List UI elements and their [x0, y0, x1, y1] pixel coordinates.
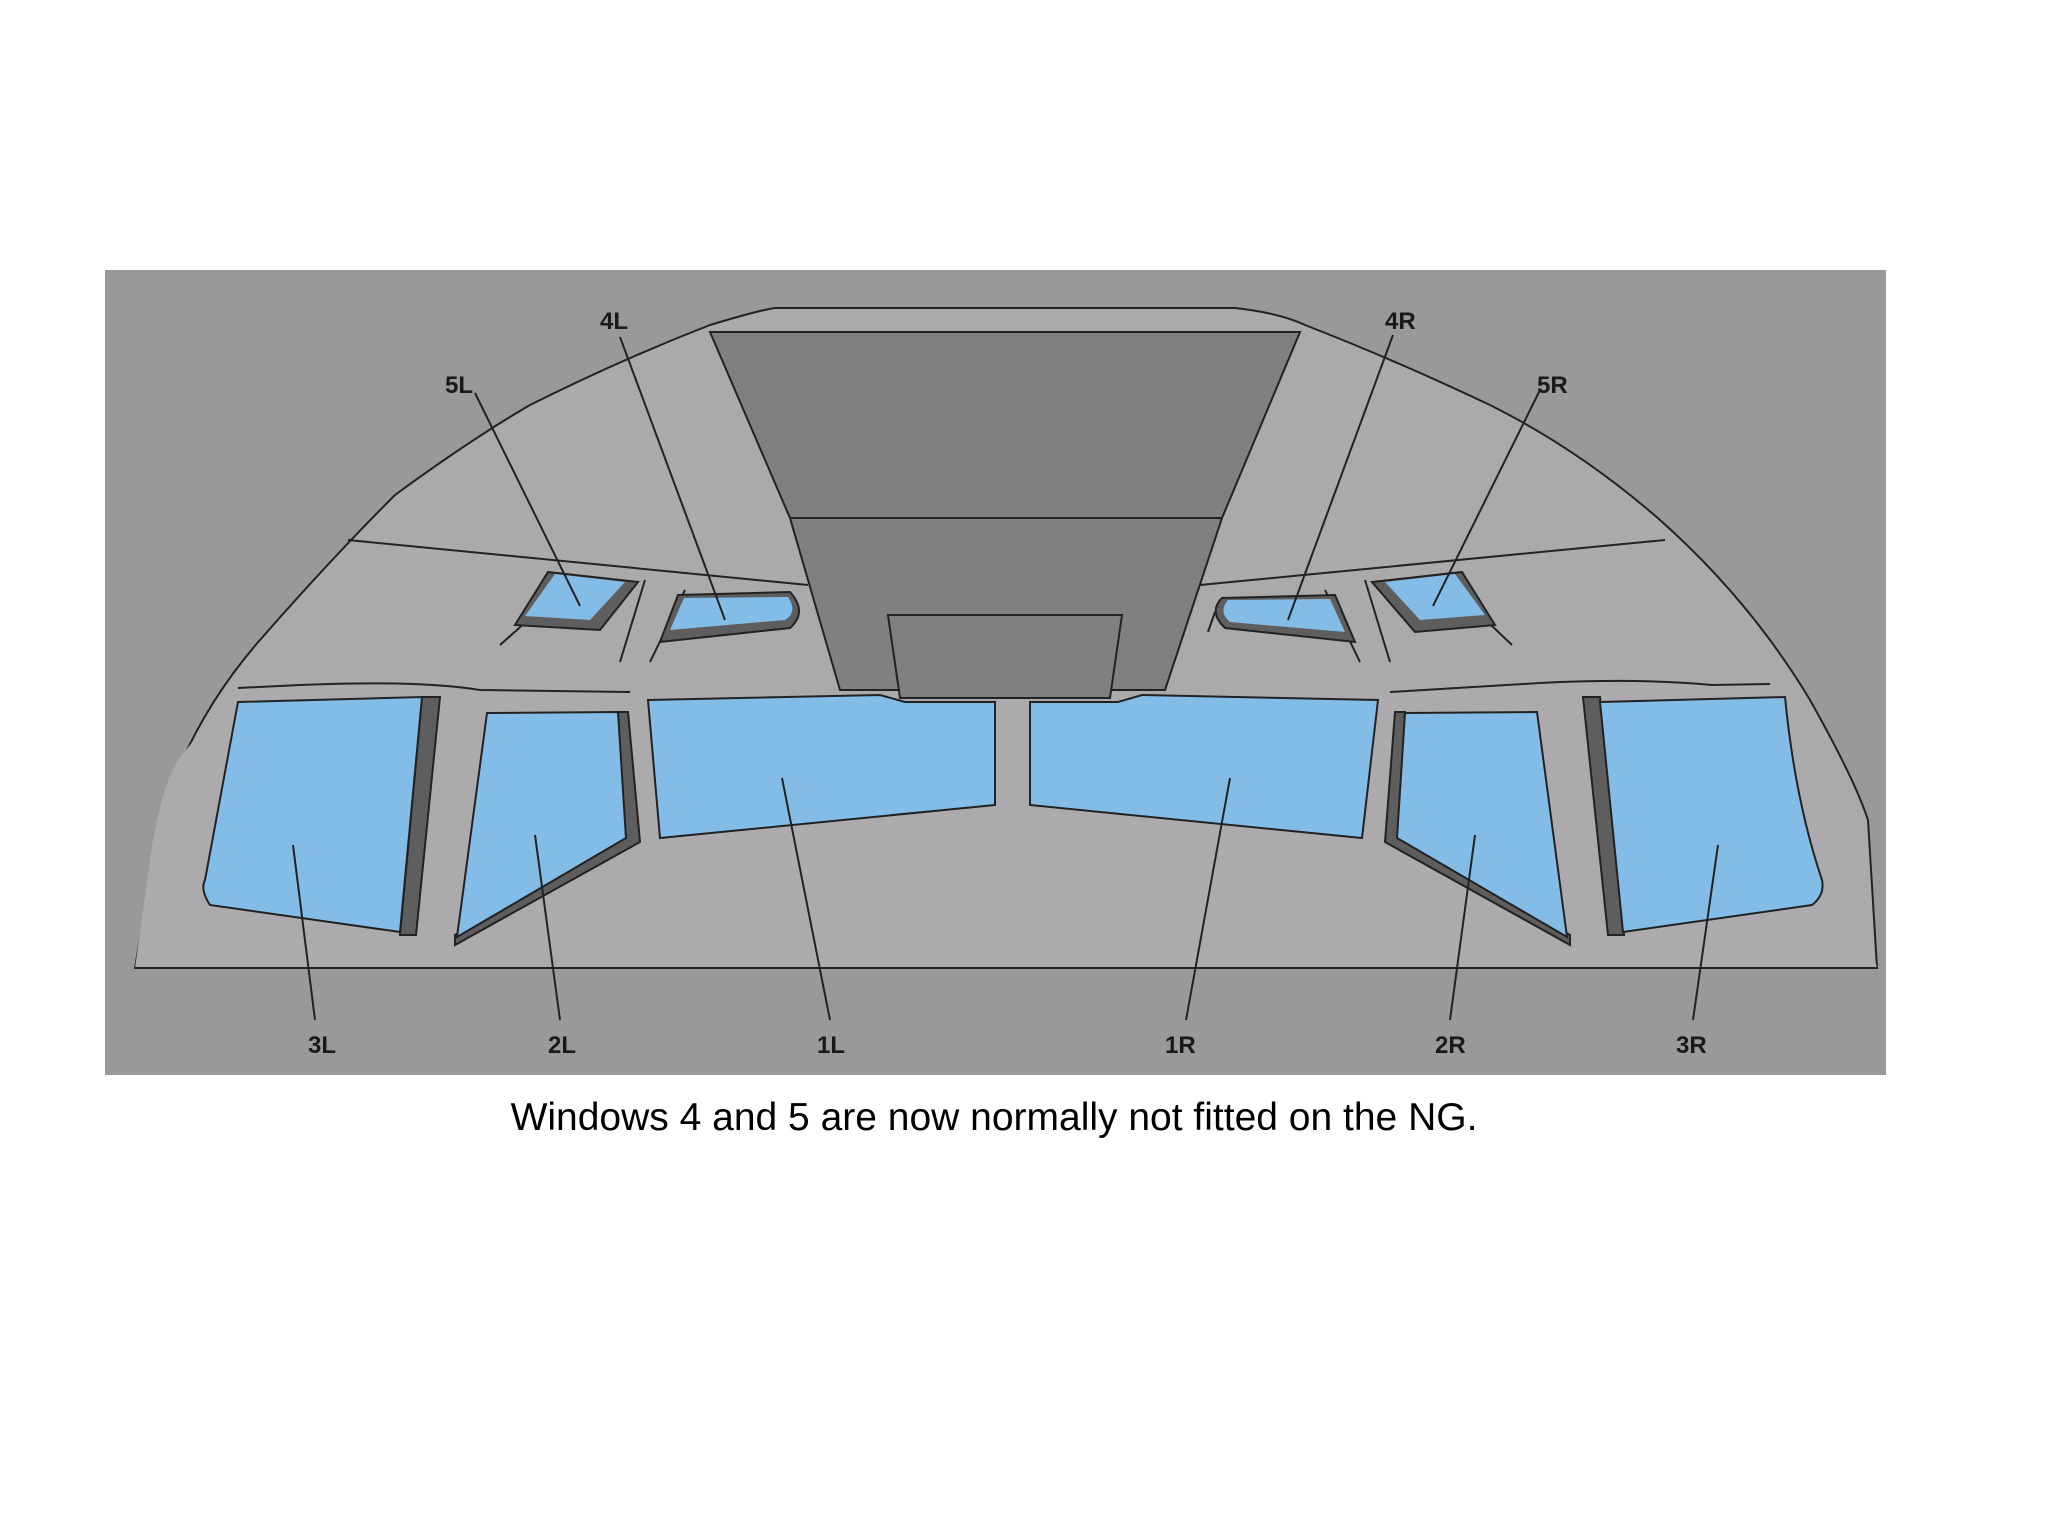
window-5R-glass — [1385, 574, 1485, 620]
label-3L: 3L — [308, 1032, 336, 1059]
frame-line — [1207, 611, 1216, 633]
caption-text: Windows 4 and 5 are now normally not fit… — [510, 1096, 1478, 1139]
frame-line — [1364, 579, 1391, 663]
overhead-box — [886, 614, 1124, 699]
label-4L: 4L — [600, 308, 628, 335]
label-2L: 2L — [548, 1032, 576, 1059]
leader-line-1L — [781, 777, 831, 1021]
window-4R-glass — [1223, 599, 1345, 632]
window-1R-glass — [1029, 693, 1380, 840]
leader-line-5R — [1432, 389, 1541, 607]
divider-line — [347, 539, 809, 586]
leader-line-2R — [1449, 834, 1476, 1021]
window-3L-glass — [202, 695, 424, 934]
label-3R: 3R — [1676, 1032, 1707, 1059]
leader-line-3L — [292, 844, 316, 1021]
label-1L: 1L — [817, 1032, 845, 1059]
divider-line — [1199, 539, 1666, 586]
label-5L: 5L — [445, 372, 473, 399]
leader-line-3R — [1692, 844, 1719, 1021]
label-1R: 1R — [1165, 1032, 1196, 1059]
window-2L-glass — [455, 710, 628, 939]
leader-line-1R — [1185, 777, 1231, 1021]
label-5R: 5R — [1537, 372, 1568, 399]
leader-lines — [292, 334, 1719, 1021]
window-4L-glass — [670, 597, 793, 630]
leader-line-4L — [619, 336, 726, 621]
label-2R: 2R — [1435, 1032, 1466, 1059]
upper-edge — [1389, 679, 1771, 693]
window-3R-glass — [1598, 695, 1824, 934]
leader-line-4R — [1287, 334, 1394, 621]
leader-line-2L — [534, 834, 561, 1021]
window-1L-glass — [646, 693, 996, 840]
label-4R: 4R — [1385, 308, 1416, 335]
upper-edge — [237, 682, 631, 693]
window-2R-glass — [1395, 710, 1569, 939]
window-3R-frame — [1581, 696, 1626, 936]
frame-line — [619, 579, 646, 663]
leader-line-5L — [474, 392, 581, 607]
